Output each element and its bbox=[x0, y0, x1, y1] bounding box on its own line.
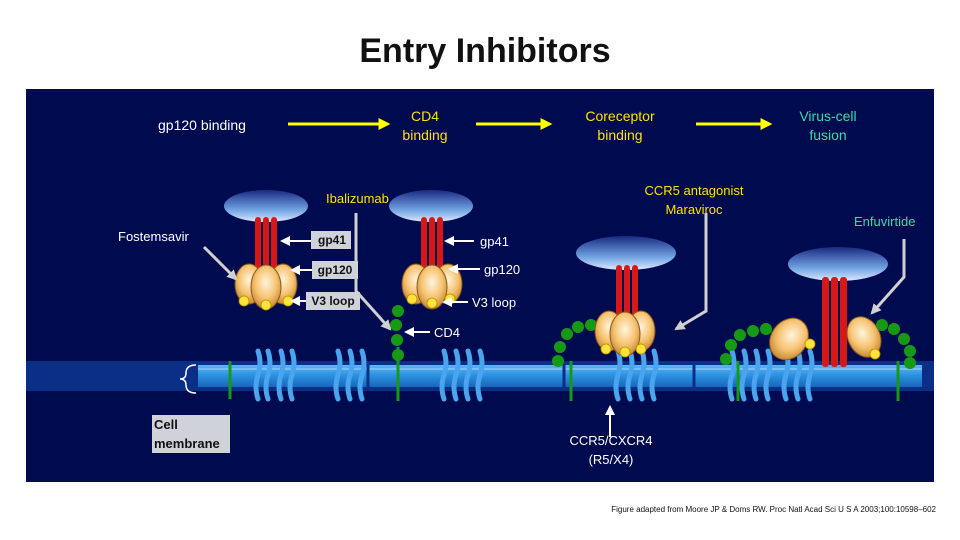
drug-enfuvirtide: Enfuvirtide bbox=[854, 214, 916, 229]
inset-label-gp120: gp120 bbox=[317, 263, 353, 277]
enfuvirtide-pointer bbox=[870, 239, 906, 315]
inset-label-boxes bbox=[306, 231, 360, 310]
maraviroc-pointer bbox=[674, 213, 708, 331]
inset-label-v3-loop: V3 loop bbox=[311, 294, 355, 308]
gp41-trimers bbox=[255, 217, 847, 367]
label-gp41: gp41 bbox=[480, 234, 509, 249]
cd4-receptors bbox=[228, 305, 916, 401]
virus-envelope bbox=[224, 190, 888, 281]
drug-ibalizumab: Ibalizumab bbox=[326, 191, 389, 206]
label-gp120: gp120 bbox=[484, 262, 521, 277]
inset-label-gp41: gp41 bbox=[317, 233, 346, 247]
label-v3-loop: V3 loop bbox=[472, 295, 517, 310]
entry-diagram bbox=[26, 118, 934, 453]
drug-pointers bbox=[202, 213, 906, 331]
page-title: Entry Inhibitors bbox=[359, 32, 611, 70]
fostemsavir-pointer bbox=[202, 245, 238, 281]
step-gp120-binding: gp120 binding bbox=[158, 117, 246, 133]
ibalizumab-pointer bbox=[354, 213, 392, 331]
label-cd4: CD4 bbox=[434, 325, 461, 340]
gp120-subunits bbox=[234, 263, 882, 361]
drug-fostemsavir: Fostemsavir bbox=[118, 229, 189, 244]
coreceptor-helices bbox=[253, 348, 815, 402]
figure-caption: Figure adapted from Moore JP & Doms RW. … bbox=[611, 505, 936, 514]
label-arrows bbox=[280, 236, 615, 437]
label-coreceptor: CCR5/CXCR4(R5/X4) bbox=[569, 433, 653, 467]
